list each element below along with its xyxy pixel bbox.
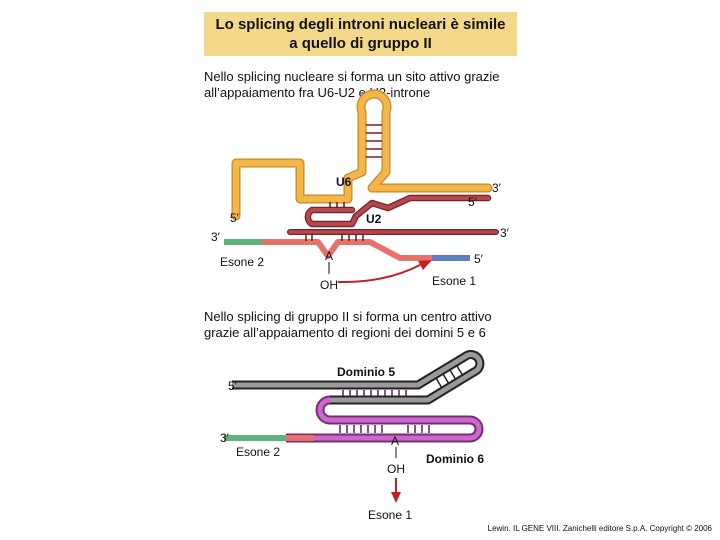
esone2-label: Esone 2 xyxy=(220,255,264,269)
d6-pairing xyxy=(339,425,430,433)
u2-label: U2 xyxy=(366,212,382,226)
u6-strand xyxy=(231,89,493,221)
right-5prime-label: 5′ xyxy=(474,252,484,266)
p2-esone1-label: Esone 1 xyxy=(368,508,412,522)
domain5-pairing xyxy=(435,365,464,389)
u2-intron-pairing xyxy=(305,235,364,241)
p2-esone2-label: Esone 2 xyxy=(236,445,280,459)
nucleophilic-arrow xyxy=(337,264,421,284)
u2-strand xyxy=(304,194,492,228)
panel1-caption: Nello splicing nucleare si forma un sito… xyxy=(204,69,500,100)
p2-left-5prime-label: 5′ xyxy=(228,379,238,393)
u6-3prime-label: 3′ xyxy=(492,181,502,195)
dominio6-label: Dominio 6 xyxy=(426,452,484,466)
panel2-diagram: Dominio 5 Dominio 6 5′ 3′ Esone 2 Esone … xyxy=(220,350,485,522)
dominio5-label: Dominio 5 xyxy=(337,365,395,379)
oh-label: OH xyxy=(320,278,338,292)
p2-branch-a-label: A xyxy=(391,434,399,448)
copyright-credit: Lewin. IL GENE VIII. Zanichelli editore … xyxy=(487,524,712,533)
u2-5prime-label: 5′ xyxy=(468,195,478,209)
title-box: Lo splicing degli introni nucleari è sim… xyxy=(204,12,517,56)
u6-u2-pairing xyxy=(329,202,345,208)
release-arrow-head xyxy=(391,492,401,503)
left-5prime-label: 5′ xyxy=(230,211,240,225)
d5-d6-pairing xyxy=(342,390,407,396)
p2-oh-label: OH xyxy=(387,462,405,476)
intron-3prime-label: 3′ xyxy=(500,226,510,240)
p2-left-3prime-label: 3′ xyxy=(220,431,230,445)
u6-label: U6 xyxy=(336,175,352,189)
arrow-head xyxy=(418,260,432,270)
esone1-label: Esone 1 xyxy=(432,274,476,288)
panel2-caption: Nello splicing di gruppo II si forma un … xyxy=(204,309,492,340)
intron-strand xyxy=(262,239,432,261)
left-3prime-label: 3′ xyxy=(211,230,221,244)
panel1-diagram: U6 U2 3′ 5′ 3′ 5′ 3′ 5′ Esone 2 Esone 1 … xyxy=(211,89,510,292)
page-title: Lo splicing degli introni nucleari è sim… xyxy=(215,16,506,52)
branch-a-label: A xyxy=(325,249,333,263)
